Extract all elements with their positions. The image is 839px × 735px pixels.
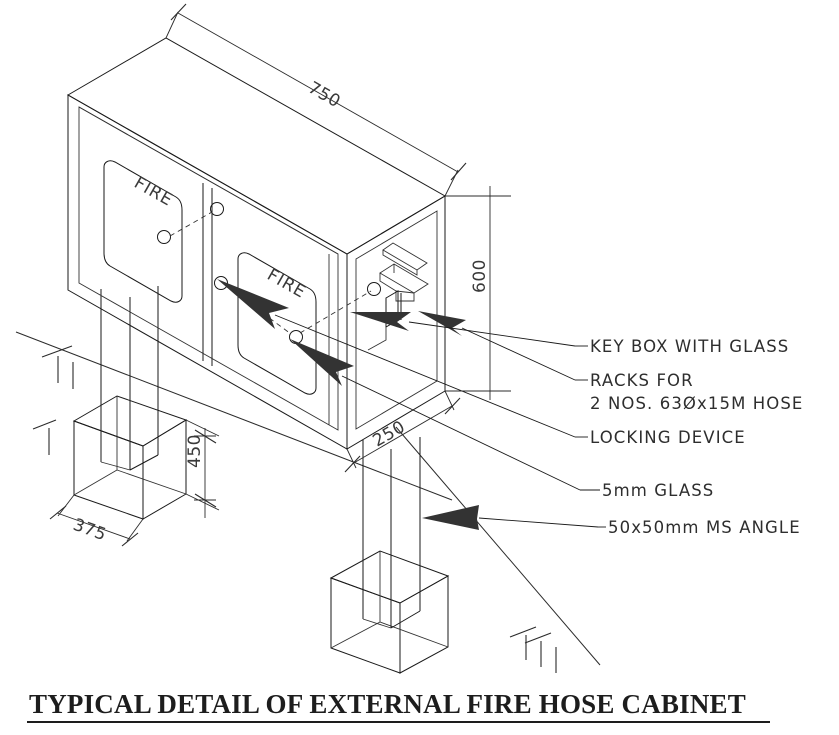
callout-ms-angle-label: 50x50mm MS ANGLE (608, 518, 801, 537)
door-right[interactable]: FIRE (215, 253, 317, 394)
leader-key-box (408, 321, 576, 347)
dimension-600-text: 600 (470, 259, 490, 293)
cabinet-front-inner-frame (78, 106, 339, 431)
dimension-250: 250 (344, 390, 461, 473)
door-left-lock-link (169, 211, 213, 237)
door-left-lock-knob[interactable] (211, 203, 224, 216)
drawing-title-group: TYPICAL DETAIL OF EXTERNAL FIRE HOSE CAB… (27, 689, 770, 723)
door-left-handle[interactable] (158, 231, 171, 244)
dimension-750-line (177, 12, 459, 173)
hose-rack-link (299, 290, 372, 334)
door-left-panel (104, 161, 182, 302)
ground-hatch-left (41, 345, 74, 389)
ground-line-right-group (395, 426, 601, 673)
callout-labels: KEY BOX WITH GLASS RACKS FOR 2 NOS. 63Øx… (575, 337, 803, 537)
hose-end-circle (368, 283, 381, 296)
ground-hatch-left-lower (32, 419, 57, 455)
leader-racks (461, 327, 576, 381)
ground-line-left-group (15, 331, 453, 501)
support-post-right (363, 437, 420, 628)
hose-racks (299, 242, 429, 334)
arrow-locking-device (217, 279, 289, 329)
arrow-ms-angle (422, 505, 479, 530)
leader-glass (341, 375, 581, 491)
callout-glass-label: 5mm GLASS (602, 481, 714, 500)
ground-line-right (395, 426, 601, 666)
arrow-key-box (350, 312, 411, 331)
dimension-750: 750 (165, 3, 467, 197)
dimension-375-line (56, 512, 131, 540)
support-post-left (101, 286, 158, 470)
leader-locking-device (274, 314, 576, 438)
leader-ms-angle (478, 517, 599, 528)
dimension-450-text: 450 (185, 434, 205, 468)
drawing-title: TYPICAL DETAIL OF EXTERNAL FIRE HOSE CAB… (29, 689, 746, 719)
arrow-racks (418, 311, 466, 336)
callout-locking-device-label: LOCKING DEVICE (590, 428, 746, 447)
callout-racks-label-line1: RACKS FOR (590, 371, 694, 390)
dimension-750-text: 750 (305, 78, 344, 112)
callout-racks-label-line2: 2 NOS. 63Øx15M HOSE (590, 394, 803, 413)
door-left-fire-label: FIRE (131, 173, 177, 211)
callout-arrowheads (217, 279, 479, 530)
arrow-glass (290, 339, 354, 386)
cabinet-top-face (68, 38, 445, 254)
ground-line-left (15, 331, 453, 501)
ground-hatch-right (509, 626, 557, 673)
door-right-panel (238, 253, 316, 394)
dimension-450: 450 (185, 419, 220, 518)
dimension-375-text: 375 (70, 515, 109, 545)
door-right-handle[interactable] (215, 277, 228, 290)
leader-lines (274, 314, 599, 528)
door-left[interactable]: FIRE (104, 161, 224, 302)
callout-key-box-label: KEY BOX WITH GLASS (590, 337, 789, 356)
dimension-250-line (351, 405, 453, 465)
dimension-600: 600 (445, 186, 511, 400)
foundation-block-right (331, 551, 448, 673)
cabinet-front-face (68, 95, 347, 449)
dimension-250-text: 250 (370, 417, 409, 451)
cabinet-body (68, 38, 445, 449)
door-right-fire-label: FIRE (264, 265, 310, 303)
